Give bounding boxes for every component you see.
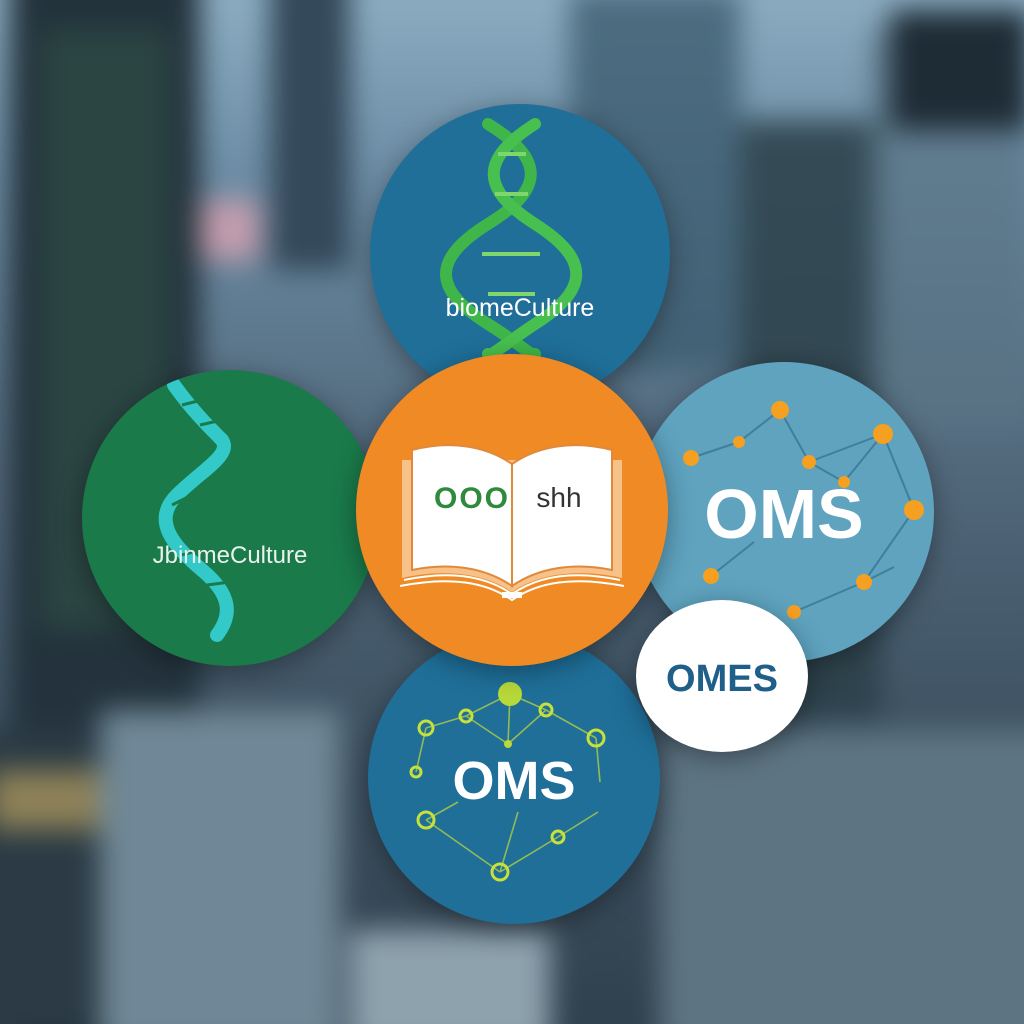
top-circle-label: biomeCulture	[445, 294, 595, 322]
bottom-circle: OMS	[368, 632, 660, 924]
book-left-text: OOO	[433, 482, 510, 515]
network-graph-icon	[409, 682, 606, 882]
bottom-circle-label: OMS	[452, 751, 576, 811]
open-book-icon	[399, 444, 625, 602]
small-circle-label: OMES	[666, 658, 778, 700]
small-circle: OMES	[636, 600, 808, 752]
book-right-text: shh	[536, 482, 582, 513]
center-circle: OOO shh	[356, 354, 668, 666]
dna-helix-icon	[158, 378, 234, 642]
left-circle-label: JbinmeCulture	[152, 542, 308, 569]
dna-helix-icon	[440, 118, 583, 361]
right-circle-label: OMS	[704, 475, 864, 553]
network-graph-icon	[683, 401, 924, 619]
left-circle: JbinmeCulture	[82, 370, 378, 666]
